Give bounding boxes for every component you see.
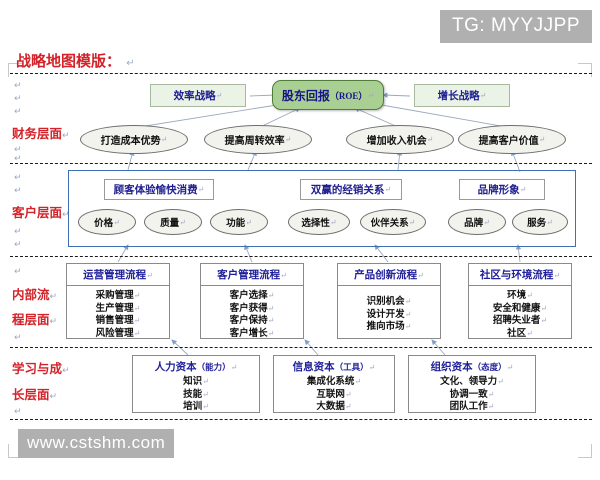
customer-attribute-label: 功能 xyxy=(226,219,246,229)
customer-attribute-ellipse[interactable]: 价格↵ xyxy=(78,209,136,235)
efficiency-strategy-box[interactable]: 效率战略↵ xyxy=(150,84,246,107)
learning-growth-card-items: 知识↵ 技能↵ 培训↵ xyxy=(183,377,209,412)
financial-objective-ellipse[interactable]: 提高客户价值↵ xyxy=(458,125,566,154)
financial-objective-label: 增加收入机会 xyxy=(366,136,427,147)
layer-label-customer: 客户层面↵ xyxy=(12,205,70,220)
page-title: 战略地图模版： ↵ xyxy=(16,50,135,71)
learning-growth-card-title: 组织资本（态度）↵ xyxy=(430,362,514,373)
shareholder-return-label: 股东回报 xyxy=(281,88,330,103)
gutter-mark: ↵ xyxy=(14,226,22,236)
pilcrow-mark: ↵ xyxy=(126,58,135,69)
layer-label-learning-line1: 学习与成 xyxy=(12,361,63,376)
financial-objective-label: 提高客户价值 xyxy=(478,136,539,147)
gutter-mark: ↵ xyxy=(14,406,22,416)
gutter-mark: ↵ xyxy=(14,185,22,195)
page-title-text: 战略地图模版： xyxy=(16,52,122,70)
layer-label-learning: 学习与成↵ 长层面↵ xyxy=(12,361,70,402)
customer-attribute-ellipse[interactable]: 服务↵ xyxy=(512,209,568,235)
internal-process-card[interactable]: 社区与环境流程↵ 环境↵ 安全和健康↵ 招聘失业者↵ 社区↵ xyxy=(468,263,572,339)
layer-label-learning-line2: 长层面 xyxy=(12,387,50,402)
internal-process-card-items: 采购管理↵ 生产管理↵ 销售管理↵ 风险管理↵ xyxy=(95,291,141,339)
customer-attribute-ellipse[interactable]: 质量↵ xyxy=(144,209,202,235)
customer-attribute-ellipse[interactable]: 功能↵ xyxy=(210,209,268,235)
customer-attribute-label: 价格 xyxy=(94,219,114,229)
watermark-bottom: www.cstshm.com xyxy=(18,429,175,458)
divider-internal-learning xyxy=(10,347,592,348)
customer-proposition-box[interactable]: 顾客体验愉快消费↵ xyxy=(104,179,214,200)
layer-label-internal: 内部流↵ 程层面↵ xyxy=(12,287,58,327)
divider-top xyxy=(10,73,592,74)
financial-objective-ellipse[interactable]: 打造成本优势↵ xyxy=(80,125,188,154)
customer-proposition-box[interactable]: 双赢的经销关系↵ xyxy=(300,179,402,200)
customer-proposition-box[interactable]: 品牌形象↵ xyxy=(459,179,545,200)
customer-proposition-label: 双赢的经销关系 xyxy=(310,185,385,196)
watermark-top: TG: MYYJJPP xyxy=(440,10,592,43)
gutter-mark: ↵ xyxy=(14,266,22,276)
gutter-mark: ↵ xyxy=(14,144,22,154)
growth-strategy-box[interactable]: 增长战略↵ xyxy=(414,84,510,107)
customer-proposition-label: 品牌形象 xyxy=(477,185,520,196)
shareholder-return-box[interactable]: 股东回报（ROE）↵ xyxy=(272,80,384,110)
customer-attribute-ellipse[interactable]: 伙伴关系↵ xyxy=(360,209,426,235)
layer-label-internal-line2: 程层面 xyxy=(12,312,50,327)
learning-growth-card-title: 人力资本（能力）↵ xyxy=(154,362,238,373)
financial-objective-label: 打造成本优势 xyxy=(100,136,161,147)
internal-process-card-title: 客户管理流程↵ xyxy=(201,264,303,286)
internal-process-card-items: 识别机会↵ 设计开发↵ 推向市场↵ xyxy=(366,297,412,332)
divider-financial-customer xyxy=(10,163,592,164)
customer-attribute-label: 品牌 xyxy=(464,219,484,229)
gutter-mark: ↵ xyxy=(14,332,22,342)
customer-attribute-ellipse[interactable]: 品牌↵ xyxy=(448,209,506,235)
internal-process-card[interactable]: 客户管理流程↵ 客户选择↵ 客户获得↵ 客户保持↵ 客户增长↵ xyxy=(200,263,304,339)
efficiency-strategy-label: 效率战略 xyxy=(173,91,216,102)
learning-growth-card-items: 文化、领导力↵ 协调一致↵ 团队工作↵ xyxy=(440,377,504,412)
customer-attribute-label: 伙伴关系 xyxy=(370,219,409,229)
financial-objective-ellipse[interactable]: 增加收入机会↵ xyxy=(346,125,454,154)
financial-objective-ellipse[interactable]: 提高周转效率↵ xyxy=(204,125,312,154)
gutter-mark: ↵ xyxy=(14,318,22,328)
divider-bottom xyxy=(10,419,592,420)
internal-process-card-title: 产品创新流程↵ xyxy=(338,264,440,286)
learning-growth-card-items: 集成化系统↵ 互联网↵ 大数据↵ xyxy=(306,377,362,412)
gutter-mark: ↵ xyxy=(14,153,22,163)
customer-attribute-ellipse[interactable]: 选择性↵ xyxy=(288,209,350,235)
divider-customer-internal xyxy=(10,256,592,257)
financial-objective-label: 提高周转效率 xyxy=(224,136,285,147)
internal-process-card[interactable]: 产品创新流程↵ 识别机会↵ 设计开发↵ 推向市场↵ xyxy=(337,263,441,339)
gutter-mark: ↵ xyxy=(14,93,22,103)
layer-label-customer-text: 客户层面 xyxy=(12,205,63,220)
customer-attribute-label: 选择性 xyxy=(301,219,330,229)
internal-process-card-title: 社区与环境流程↵ xyxy=(469,264,571,286)
growth-strategy-label: 增长战略 xyxy=(437,91,480,102)
learning-growth-card-title: 信息资本（工具）↵ xyxy=(292,362,376,373)
learning-growth-card[interactable]: 信息资本（工具）↵ 集成化系统↵ 互联网↵ 大数据↵ xyxy=(273,355,395,413)
customer-layer-panel xyxy=(68,170,576,247)
customer-attribute-label: 服务 xyxy=(527,219,547,229)
learning-growth-card[interactable]: 组织资本（态度）↵ 文化、领导力↵ 协调一致↵ 团队工作↵ xyxy=(408,355,536,413)
internal-process-card-items: 环境↵ 安全和健康↵ 招聘失业者↵ 社区↵ xyxy=(492,291,548,339)
layer-label-internal-line1: 内部流 xyxy=(12,287,50,302)
customer-attribute-label: 质量 xyxy=(160,219,180,229)
internal-process-card[interactable]: 运营管理流程↵ 采购管理↵ 生产管理↵ 销售管理↵ 风险管理↵ xyxy=(66,263,170,339)
customer-proposition-label: 顾客体验愉快消费 xyxy=(113,185,198,196)
layer-label-financial-text: 财务层面 xyxy=(12,126,63,141)
gutter-mark: ↵ xyxy=(14,239,22,249)
internal-process-card-items: 客户选择↵ 客户获得↵ 客户保持↵ 客户增长↵ xyxy=(229,291,275,339)
gutter-mark: ↵ xyxy=(14,172,22,182)
layer-label-financial: 财务层面↵ xyxy=(12,126,70,141)
gutter-mark: ↵ xyxy=(14,80,22,90)
gutter-mark: ↵ xyxy=(14,106,22,116)
learning-growth-card[interactable]: 人力资本（能力）↵ 知识↵ 技能↵ 培训↵ xyxy=(132,355,260,413)
shareholder-return-sub: （ROE） xyxy=(329,90,368,101)
internal-process-card-title: 运营管理流程↵ xyxy=(67,264,169,286)
